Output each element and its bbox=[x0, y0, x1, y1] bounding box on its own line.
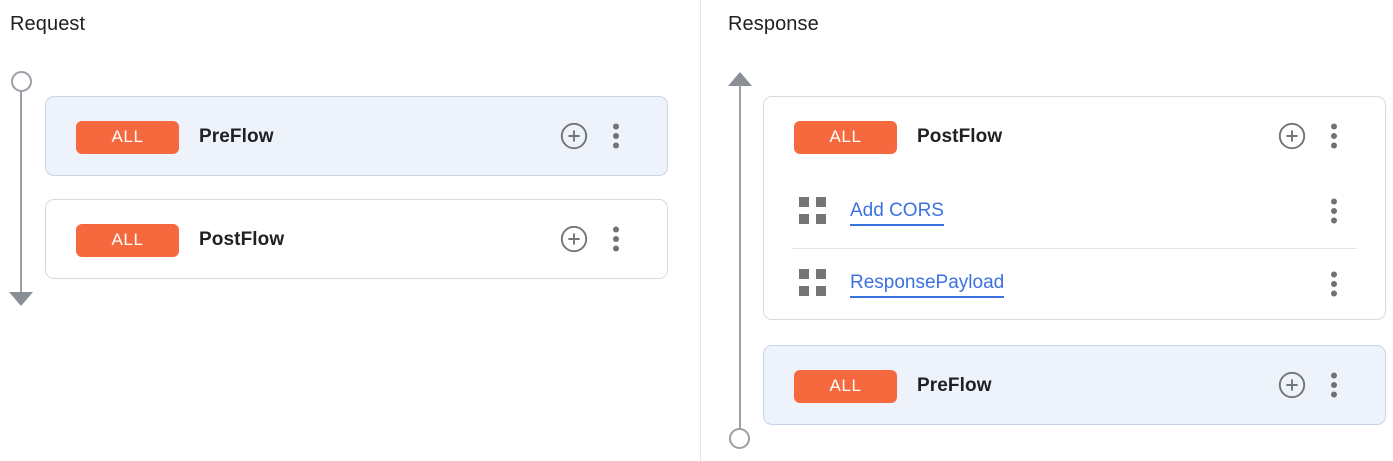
add-policy-step-button[interactable] bbox=[560, 225, 588, 256]
policy-link[interactable]: ResponsePayload bbox=[850, 272, 1005, 298]
policy-link[interactable]: Add CORS bbox=[850, 200, 944, 226]
condition-badge: ALL bbox=[794, 120, 897, 154]
response-timeline-line bbox=[739, 85, 741, 429]
add-policy-step-button[interactable] bbox=[560, 122, 588, 153]
condition-badge: ALL bbox=[794, 369, 897, 403]
more-vert-icon bbox=[1330, 270, 1338, 301]
response-preflow-header: ALL PreFlow bbox=[764, 346, 1385, 426]
policy-row-divider bbox=[792, 248, 1357, 249]
response-timeline-end-node bbox=[729, 428, 750, 449]
policy-menu-button[interactable] bbox=[1330, 270, 1338, 301]
request-postflow-card[interactable]: ALL PostFlow bbox=[45, 199, 668, 279]
response-lane-title: Response bbox=[728, 13, 819, 35]
response-preflow-card[interactable]: ALL PreFlow bbox=[763, 345, 1386, 425]
request-preflow-header: ALL PreFlow bbox=[46, 97, 667, 177]
policy-grid-icon bbox=[799, 269, 826, 301]
policy-grid-icon bbox=[799, 196, 826, 229]
more-vert-icon bbox=[1330, 197, 1338, 228]
add-policy-step-button[interactable] bbox=[1278, 371, 1306, 402]
request-postflow-header: ALL PostFlow bbox=[46, 200, 667, 280]
more-vert-icon bbox=[1330, 122, 1338, 153]
more-vert-icon bbox=[612, 225, 620, 256]
request-lane-title: Request bbox=[10, 13, 86, 35]
condition-badge: ALL bbox=[76, 223, 179, 257]
add-circle-icon bbox=[560, 225, 588, 256]
response-postflow-card[interactable]: ALL PostFlow Add CORS bbox=[763, 96, 1386, 320]
request-timeline-line bbox=[20, 91, 22, 293]
flow-name-label: PreFlow bbox=[917, 375, 992, 396]
flow-menu-button[interactable] bbox=[1330, 371, 1338, 402]
add-circle-icon bbox=[560, 122, 588, 153]
request-timeline-start-node bbox=[11, 71, 32, 92]
response-timeline-arrow-icon bbox=[728, 72, 752, 86]
response-postflow-header: ALL PostFlow bbox=[764, 97, 1385, 177]
flow-menu-button[interactable] bbox=[1330, 122, 1338, 153]
policy-step-row: Add CORS bbox=[764, 177, 1385, 248]
request-timeline-arrow-icon bbox=[9, 292, 33, 306]
flow-menu-button[interactable] bbox=[612, 122, 620, 153]
flow-name-label: PostFlow bbox=[199, 229, 285, 250]
more-vert-icon bbox=[1330, 371, 1338, 402]
add-circle-icon bbox=[1278, 371, 1306, 402]
panel-divider bbox=[700, 0, 701, 461]
add-circle-icon bbox=[1278, 122, 1306, 153]
flow-name-label: PostFlow bbox=[917, 126, 1003, 147]
add-policy-step-button[interactable] bbox=[1278, 122, 1306, 153]
policy-menu-button[interactable] bbox=[1330, 197, 1338, 228]
flow-name-label: PreFlow bbox=[199, 126, 274, 147]
request-preflow-card[interactable]: ALL PreFlow bbox=[45, 96, 668, 176]
policy-step-row: ResponsePayload bbox=[764, 249, 1385, 321]
condition-badge: ALL bbox=[76, 120, 179, 154]
more-vert-icon bbox=[612, 122, 620, 153]
flow-menu-button[interactable] bbox=[612, 225, 620, 256]
